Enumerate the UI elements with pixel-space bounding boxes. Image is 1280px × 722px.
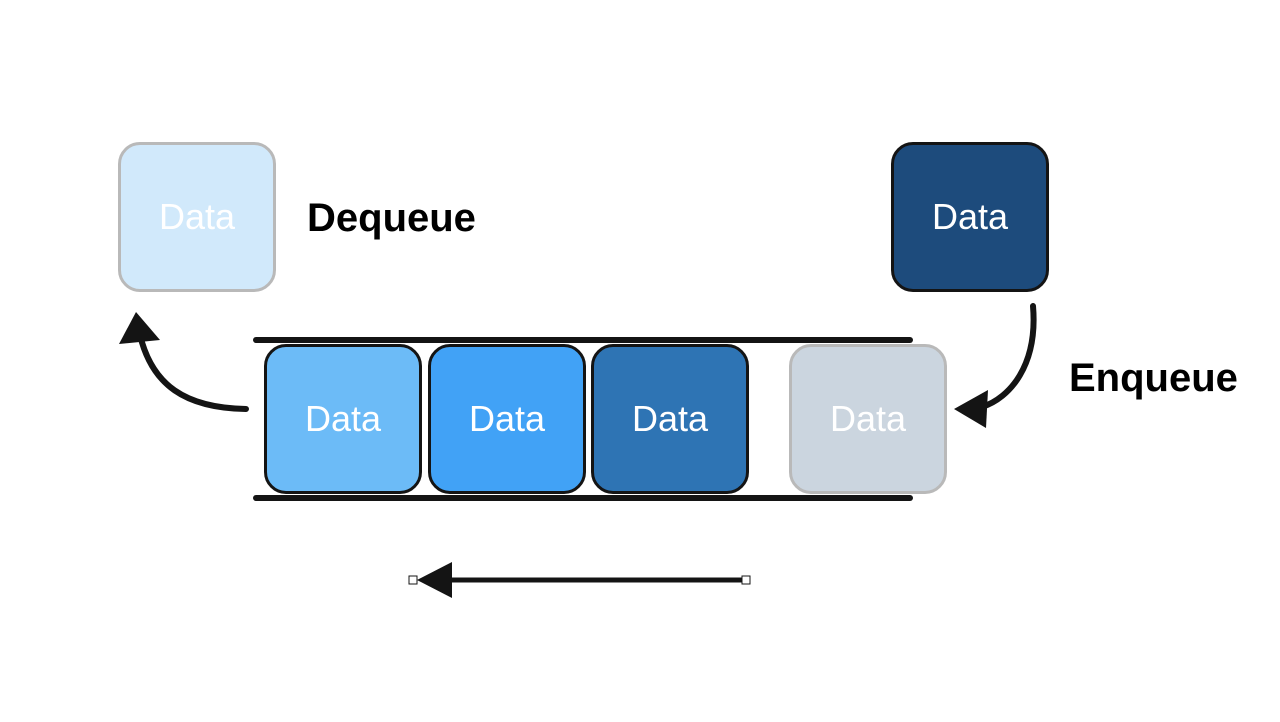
arrow-start-handle — [408, 575, 418, 585]
enqueue-arrow — [954, 303, 1037, 428]
queue-data-label-1: Data — [304, 398, 382, 439]
dequeue-label: Dequeue — [307, 196, 476, 240]
queue-slot-data-label: Data — [829, 398, 907, 439]
queue-data-label-3: Data — [631, 398, 709, 439]
direction-arrow — [408, 562, 751, 598]
queue-data-label-2: Data — [468, 398, 546, 439]
enqueue-label: Enqueue — [1069, 356, 1238, 400]
queue-data-box-1: Data — [264, 344, 422, 494]
arrow-end-handle — [741, 575, 751, 585]
queue-data-box-2: Data — [428, 344, 586, 494]
dequeue-arrow — [119, 312, 249, 412]
queue-slot-data-box: Data — [789, 344, 947, 494]
incoming-data-label: Data — [931, 196, 1009, 237]
queue-data-box-3: Data — [591, 344, 749, 494]
incoming-data-box: Data — [891, 142, 1049, 292]
dequeued-data-label: Data — [158, 196, 236, 237]
dequeued-data-box: Data — [118, 142, 276, 292]
